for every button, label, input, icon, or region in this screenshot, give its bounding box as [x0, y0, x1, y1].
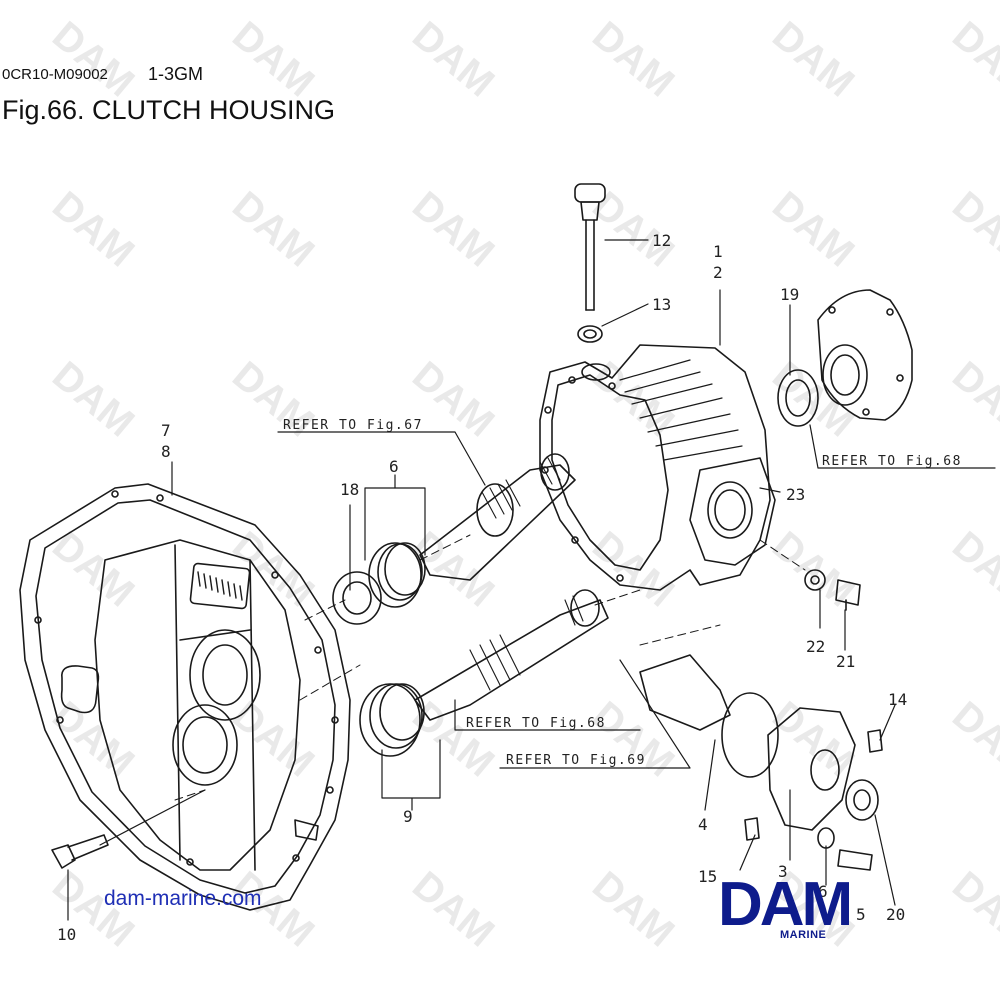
callout-labels: 12 13 1 2 19 7 8 6 18 23 22 21 14 9 4 3 … [57, 231, 907, 944]
watermark-text: DAM [44, 693, 142, 785]
callout-2: 2 [713, 263, 723, 282]
logo-subtext: MARINE [780, 929, 827, 941]
callout-5: 5 [856, 905, 866, 924]
watermark-text: DAM [224, 523, 322, 615]
watermark-text: DAM [944, 693, 1000, 785]
watermark-text: DAM [44, 353, 142, 445]
watermark-text: DAM [584, 13, 682, 105]
watermark-text: DAM [404, 183, 502, 275]
watermark-text: DAM [224, 693, 322, 785]
callout-9: 8 [161, 442, 171, 461]
callout-1: 1 [713, 242, 723, 261]
callout-19: 19 [780, 285, 799, 304]
watermark-text: DAM [224, 13, 322, 105]
watermark-text: DAM [224, 183, 322, 275]
callout-6: 6 [818, 882, 828, 901]
output-shaft-part [359, 589, 609, 757]
brand-logo: DAM MARINE [718, 870, 894, 943]
callout-14: 14 [888, 690, 907, 709]
watermark-text: DAM [404, 863, 502, 955]
input-shaft-part [332, 453, 576, 625]
ref-fig69: REFER TO Fig.69 [506, 753, 646, 768]
ref-fig67: REFER TO Fig.67 [283, 418, 423, 433]
watermark-layer: DAM DAM DAM DAM DAM DAM DAM DAM DAM DAM DAM DAM DAM D… [44, 13, 1000, 955]
watermark-text: DAM [404, 523, 502, 615]
callout-18: 18 [340, 480, 359, 499]
callout-23: 23 [786, 485, 805, 504]
watermark-text: DAM [944, 863, 1000, 955]
output-flange-part [777, 289, 913, 427]
watermark-text: DAM [944, 353, 1000, 445]
callout-3: 3 [778, 862, 788, 881]
watermark-text: DAM [764, 183, 862, 275]
watermark-text: DAM [764, 13, 862, 105]
callout-12: 12 [652, 231, 671, 250]
drain-plug-part [804, 569, 861, 611]
watermark-text: DAM [764, 693, 862, 785]
watermark-text: DAM [44, 183, 142, 275]
assembly-lines [174, 534, 806, 801]
watermark-text: DAM [404, 13, 502, 105]
leader-lines [67, 239, 996, 921]
callout-10: 10 [57, 925, 76, 944]
watermark-text: DAM [584, 183, 682, 275]
callout-13: 13 [652, 295, 671, 314]
ref-fig68-right: REFER TO Fig.68 [822, 454, 962, 469]
figure-title: Fig.66. CLUTCH HOUSING [2, 95, 336, 125]
callout-22: 22 [806, 637, 825, 656]
watermark-text: DAM [44, 523, 142, 615]
watermark-text: DAM [944, 523, 1000, 615]
callout-4: 4 [698, 815, 708, 834]
dipstick-part [574, 183, 606, 343]
callout-7: 6 [389, 457, 399, 476]
document-code: 0CR10-M09002 [2, 66, 108, 83]
watermark-text: DAM [944, 13, 1000, 105]
watermark-text: DAM [584, 863, 682, 955]
engine-model: 1-3GM [148, 64, 204, 84]
clutch-housing-body [539, 344, 776, 591]
side-cover-part [639, 654, 883, 871]
watermark-text: DAM [44, 13, 142, 105]
bolt-part [51, 834, 109, 869]
watermark-text: DAM [764, 353, 862, 445]
callout-15: 15 [698, 867, 717, 886]
ref-fig68-bottom: REFER TO Fig.68 [466, 716, 606, 731]
callout-11: 9 [403, 807, 413, 826]
watermark-text: DAM [584, 693, 682, 785]
housing-cover-part [19, 483, 351, 911]
callout-8: 7 [161, 421, 171, 440]
logo-text: DAM [718, 870, 853, 939]
website-link[interactable]: dam-marine.com [104, 887, 262, 910]
watermark-text: DAM [944, 183, 1000, 275]
watermark-text: DAM [764, 523, 862, 615]
reference-labels: REFER TO Fig.67 REFER TO Fig.68 REFER TO… [283, 418, 962, 768]
callout-21: 21 [836, 652, 855, 671]
callout-20: 20 [886, 905, 905, 924]
